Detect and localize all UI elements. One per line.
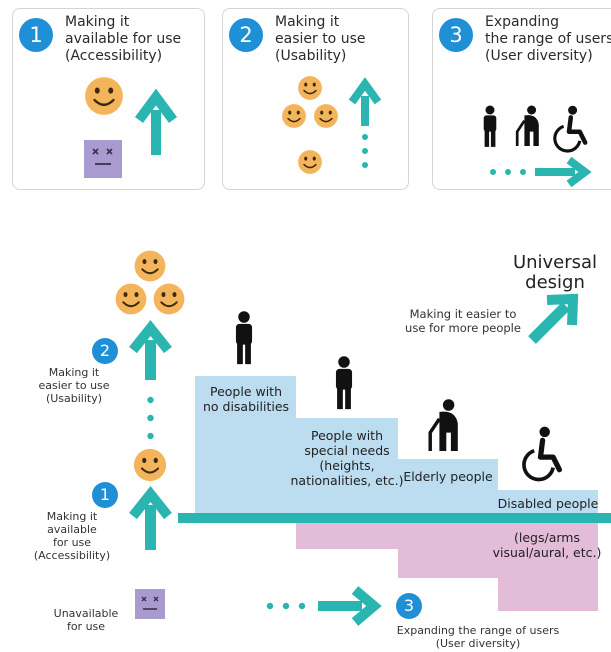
- sad-face-icon: [84, 140, 122, 178]
- arrow-up-usability-icon: [129, 319, 172, 440]
- card-title-line: easier to use: [275, 31, 366, 47]
- card-title-line: available for use: [65, 31, 182, 47]
- smiley-icon: [281, 103, 307, 129]
- number-badge-1: 1: [92, 482, 118, 508]
- disabled-details-label: (legs/arms visual/aural, etc.): [486, 530, 608, 560]
- wheelchair-icon: [524, 427, 559, 480]
- label-line: Expanding the range of users: [396, 624, 560, 637]
- label-line: for use: [52, 536, 92, 549]
- person-icon: [483, 105, 497, 147]
- card-title-line: (User diversity): [485, 48, 593, 64]
- label-line: Making it easier to: [409, 307, 517, 321]
- card-title-line: the range of users: [485, 31, 611, 47]
- arrow-up-accessibility-icon: [129, 485, 172, 550]
- step-label-no-disabilities: People with no disabilities: [196, 384, 296, 414]
- step-label-elderly: Elderly people: [398, 469, 498, 484]
- smiley-icon: [297, 75, 323, 101]
- number-badge-1: 1: [19, 18, 53, 52]
- card-user-diversity: 3 Expanding the range of users (User div…: [432, 8, 611, 190]
- smiley-icon: [297, 149, 323, 175]
- card-title-line: Expanding: [485, 14, 560, 30]
- number-badge-3: 3: [396, 593, 422, 619]
- steps-blue: [195, 376, 598, 513]
- universal-line: Universal: [512, 252, 598, 273]
- card-title-line: Making it: [65, 14, 130, 30]
- step-label-special-needs: People with special needs (heights, nati…: [282, 428, 412, 488]
- label-line: nationalities, etc.): [290, 473, 404, 488]
- step-label-disabled: Disabled people: [495, 496, 601, 511]
- universal-design-title: Universal design: [505, 253, 605, 293]
- label-line: available: [47, 523, 97, 536]
- smiley-icon: [313, 103, 339, 129]
- card-title-line: Making it: [275, 14, 340, 30]
- number-badge-3: 3: [439, 18, 473, 52]
- label-line: (User diversity): [435, 637, 521, 650]
- label-line: special needs: [304, 443, 390, 458]
- elderly-icon: [515, 104, 541, 148]
- card-title-line: (Accessibility): [65, 48, 163, 64]
- label-line: for use: [66, 620, 106, 633]
- label-line: Disabled people: [497, 496, 599, 511]
- label-line: visual/aural, etc.): [492, 545, 602, 560]
- person-icon: [335, 356, 353, 410]
- baseline-bar: [178, 513, 611, 523]
- smiley-icon: [133, 249, 167, 283]
- wheelchair-icon: [555, 106, 585, 151]
- label-line: Making it: [46, 510, 98, 523]
- sad-face-icon: [135, 589, 165, 619]
- number-badge-2: 2: [92, 338, 118, 364]
- label-line: (heights,: [319, 458, 375, 473]
- user-diversity-label: Expanding the range of users (User diver…: [378, 624, 578, 650]
- person-icon: [235, 311, 253, 365]
- elderly-icon: [428, 397, 460, 453]
- universal-line: design: [525, 272, 585, 293]
- smiley-icon: [114, 282, 148, 316]
- label-line: (Usability): [45, 392, 103, 405]
- arrow-up-icon: [134, 88, 178, 155]
- easier-more-people-label: Making it easier to use for more people: [395, 307, 531, 335]
- smiley-icon: [152, 282, 186, 316]
- card-title-line: (Usability): [275, 48, 347, 64]
- arrow-right-bottom-icon: [266, 586, 382, 626]
- label-line: use for more people: [405, 321, 521, 335]
- arrow-diagonal-icon: [528, 293, 579, 344]
- label-line: (Accessibility): [33, 549, 111, 562]
- usability-label: Making it easier to use (Usability): [34, 366, 114, 405]
- label-line: easier to use: [38, 379, 110, 392]
- number-badge-2: 2: [229, 18, 263, 52]
- label-line: People with: [310, 428, 384, 443]
- unavailable-label: Unavailable for use: [44, 607, 128, 633]
- label-line: no disabilities: [202, 399, 290, 414]
- label-line: Unavailable: [53, 607, 119, 620]
- smiley-icon: [83, 75, 125, 117]
- smiley-icon: [132, 447, 168, 483]
- label-line: Elderly people: [403, 469, 493, 484]
- label-line: (legs/arms: [514, 530, 580, 545]
- card-accessibility: 1 Making it available for use (Accessibi…: [12, 8, 205, 190]
- label-line: Making it: [48, 366, 100, 379]
- label-line: People with: [209, 384, 283, 399]
- accessibility-label: Making it available for use (Accessibili…: [30, 510, 114, 562]
- arrow-right-dotted-icon: [490, 156, 592, 188]
- steps-pink: [296, 523, 598, 611]
- arrow-up-dotted-icon: [348, 77, 382, 168]
